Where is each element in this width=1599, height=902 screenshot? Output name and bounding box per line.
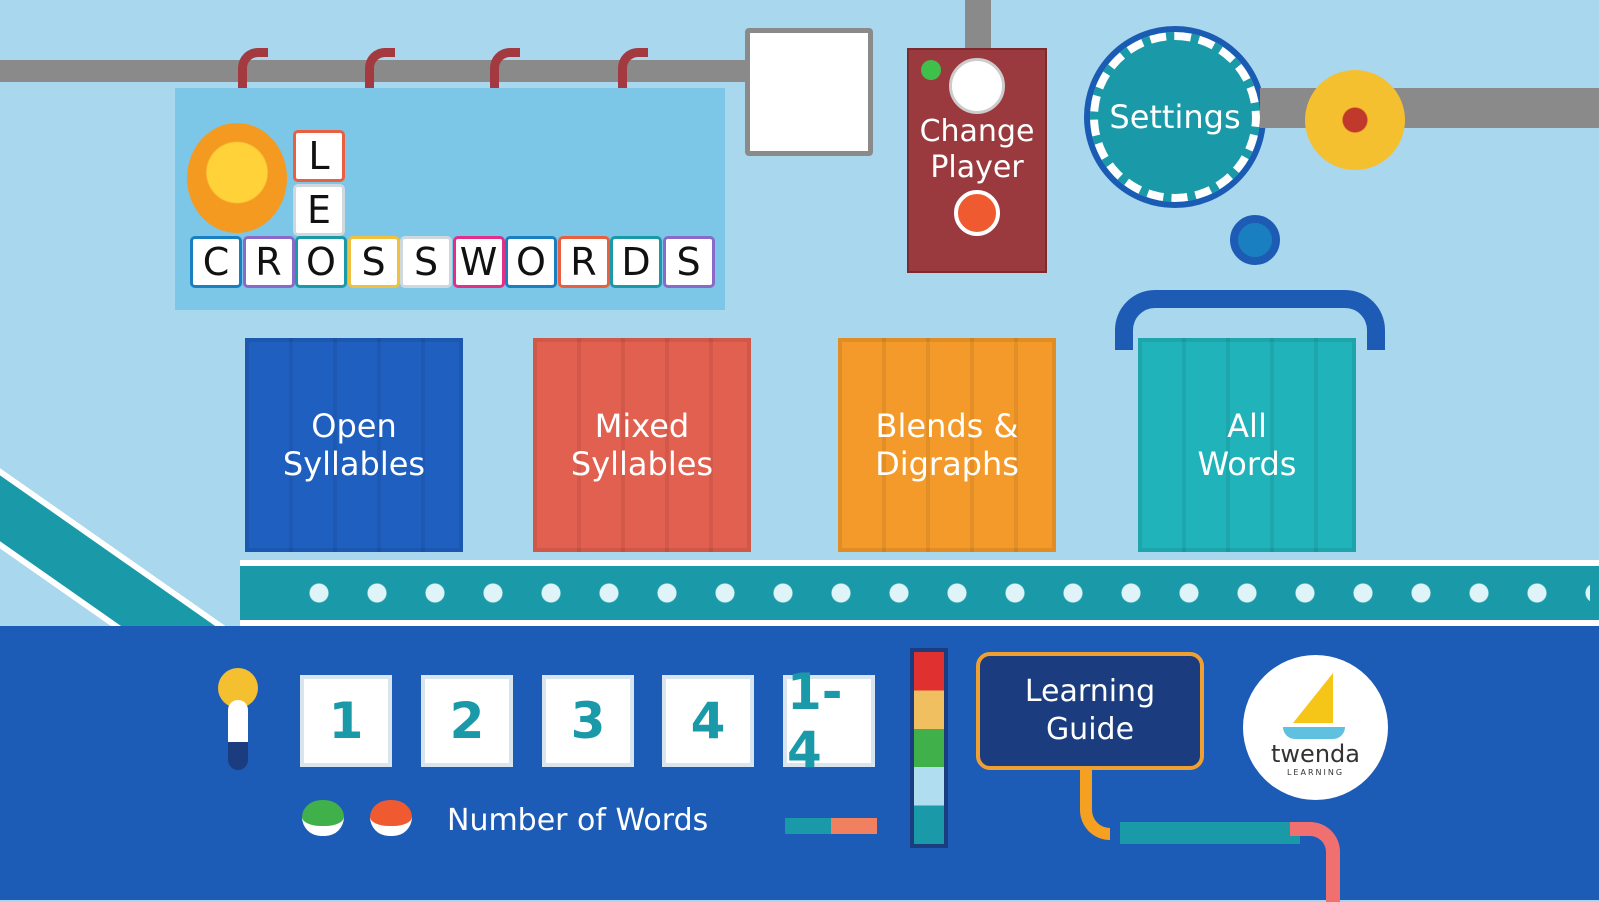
- robot-arm-joint: [1230, 215, 1280, 265]
- change-player-label: Change: [919, 114, 1035, 149]
- lion-mascot: [187, 123, 287, 233]
- title-letter: S: [347, 236, 400, 288]
- number-of-words-label: Number of Words: [447, 803, 709, 838]
- gauge-icon: [949, 58, 1005, 114]
- indicator-light-icon: [921, 60, 941, 80]
- crate-label: Syllables: [570, 445, 714, 483]
- title-letter: O: [295, 236, 347, 288]
- word-count-button[interactable]: 1-4: [783, 663, 875, 779]
- pipe: [1290, 822, 1340, 902]
- title-letter: R: [557, 236, 610, 288]
- title-letter: O: [505, 236, 557, 288]
- settings-button[interactable]: Settings: [1084, 26, 1266, 208]
- boat-hull: [1283, 727, 1345, 739]
- conveyor-rollers: [290, 582, 1590, 604]
- title-letter: S: [662, 236, 715, 288]
- crate-label: Open: [311, 407, 397, 445]
- sailboat-icon: [1293, 673, 1333, 723]
- crate-label: Blends &: [875, 407, 1019, 445]
- learning-guide-label: Guide: [1045, 712, 1135, 747]
- word-count-button[interactable]: 4: [662, 675, 754, 767]
- indicator-bar: [785, 818, 877, 834]
- lever-handle[interactable]: [228, 700, 248, 770]
- word-count-button[interactable]: 3: [542, 675, 634, 767]
- level-meter: [910, 648, 948, 848]
- crate-label: Syllables: [282, 445, 426, 483]
- title-letter: D: [610, 236, 662, 288]
- title-letter: L: [293, 130, 345, 182]
- cable: [965, 0, 991, 50]
- crate-label: Mixed: [594, 407, 690, 445]
- top-pipe: [0, 60, 760, 82]
- title-letter: C: [190, 236, 242, 288]
- green-button-icon[interactable]: [302, 800, 344, 836]
- learning-guide-label: Learning: [1024, 674, 1156, 709]
- logo-name: twenda: [1271, 740, 1360, 768]
- crate-label: All: [1227, 407, 1267, 445]
- title-letter: S: [400, 236, 452, 288]
- pipe: [1120, 822, 1300, 844]
- title-letter: E: [293, 184, 345, 236]
- crate-label: Words: [1197, 445, 1297, 483]
- title-letter: R: [242, 236, 295, 288]
- change-player-button[interactable]: Change Player: [907, 48, 1047, 273]
- title-letter: W: [452, 236, 505, 288]
- change-player-label: Player: [930, 150, 1024, 185]
- red-button-icon[interactable]: [370, 800, 412, 836]
- settings-label: Settings: [1109, 98, 1241, 136]
- twenda-learning-logo[interactable]: twenda LEARNING: [1243, 655, 1388, 800]
- word-count-button[interactable]: 1: [300, 675, 392, 767]
- white-box: [745, 28, 873, 156]
- category-crate-button[interactable]: Blends &Digraphs: [838, 338, 1056, 552]
- logo-sub: LEARNING: [1286, 768, 1345, 777]
- red-button-icon: [954, 190, 1000, 236]
- crate-label: Digraphs: [875, 445, 1019, 483]
- gear-icon: [1305, 70, 1405, 170]
- word-count-button[interactable]: 2: [421, 675, 513, 767]
